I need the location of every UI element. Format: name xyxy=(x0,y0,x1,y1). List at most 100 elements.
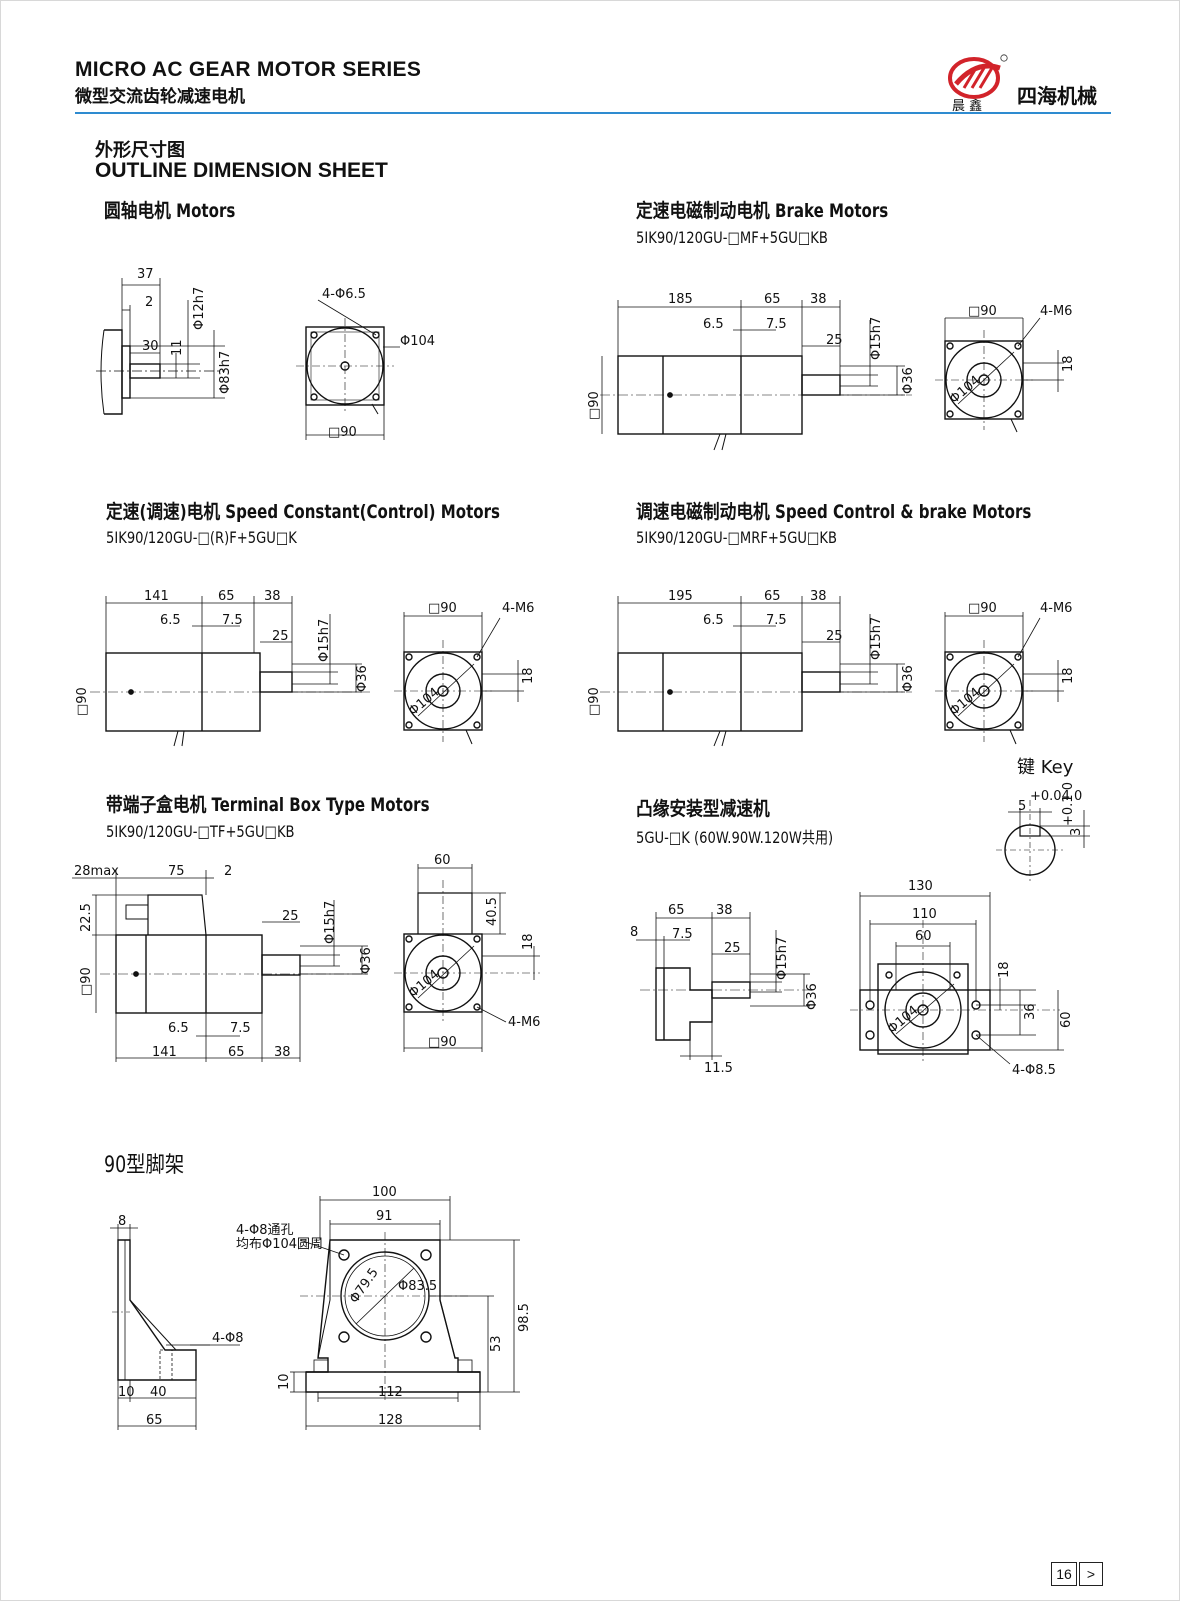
dim-6-5: 6.5 xyxy=(703,317,724,332)
dim-6-5: 6.5 xyxy=(160,613,181,628)
dim-65: 65 xyxy=(764,292,781,307)
dim-18: 18 xyxy=(521,933,536,950)
speed-constant-model: 5IK90/120GU-□(R)F+5GU□K xyxy=(106,528,297,547)
dim-91: 91 xyxy=(376,1209,393,1224)
dim-53: 53 xyxy=(489,1335,504,1352)
dim-square: □90 xyxy=(968,601,997,616)
dim-7-5: 7.5 xyxy=(766,613,787,628)
dim-65: 65 xyxy=(764,589,781,604)
dim-pilot: Φ36 xyxy=(355,665,370,692)
sheet-title-en: OUTLINE DIMENSION SHEET xyxy=(95,159,388,182)
dim-22-5: 22.5 xyxy=(79,903,94,932)
key-width-tol: +0.04 0 xyxy=(1030,789,1082,804)
dim-7-5: 7.5 xyxy=(230,1021,251,1036)
dim-65: 65 xyxy=(668,903,685,918)
dim-65: 65 xyxy=(218,589,235,604)
terminal-box-title: 带端子盒电机 Terminal Box Type Motors xyxy=(106,794,430,816)
round-shaft-side-view: 37 2 30 11 Φ12h7 Φ83h7 xyxy=(96,267,233,415)
brake-model: 5IK90/120GU-□MF+5GU□KB xyxy=(636,228,828,247)
dim-8: 8 xyxy=(118,1214,126,1229)
dim-18: 18 xyxy=(1061,667,1076,684)
dim-pilot: Φ36 xyxy=(901,665,916,692)
dim-185: 185 xyxy=(668,292,693,307)
dim-square-side: □90 xyxy=(79,967,94,996)
next-page-button[interactable]: > xyxy=(1079,1562,1103,1586)
key-detail: 5 +0.04 0 3 +0.1 0 xyxy=(996,782,1090,884)
dim-38: 38 xyxy=(810,589,827,604)
dim-83-5: Φ83.5 xyxy=(398,1279,437,1294)
dim-holes: 4-Φ6.5 xyxy=(322,287,366,302)
header-divider xyxy=(75,112,1111,114)
dim-38: 38 xyxy=(274,1045,291,1060)
dim-2: 2 xyxy=(224,864,232,879)
dim-pcd: Φ104 xyxy=(947,373,983,407)
dim-38: 38 xyxy=(264,589,281,604)
dim-holes: 4-M6 xyxy=(502,601,534,616)
brand-name: 四海机械 xyxy=(1017,84,1097,108)
brake-front-view: □90 4-M6 Φ104 18 xyxy=(935,304,1076,433)
dim-pcd: Φ104 xyxy=(406,685,442,719)
terminal-box-front-view: 60 40.5 18 Φ104 4-M6 □90 xyxy=(394,853,540,1052)
dim-18: 18 xyxy=(997,961,1012,978)
dim-37: 37 xyxy=(137,267,154,282)
dim-square: □90 xyxy=(968,304,997,319)
dim-112: 112 xyxy=(378,1385,403,1400)
dim-25: 25 xyxy=(826,629,843,644)
speed-control-brake-side-view: 195 65 38 6.5 7.5 25 Φ15h7 Φ36 □90 xyxy=(587,589,916,747)
round-shaft-title: 圆轴电机 Motors xyxy=(104,200,236,222)
dim-25: 25 xyxy=(282,909,299,924)
flange-title: 凸缘安装型减速机 xyxy=(636,798,770,820)
dim-10b: 10 xyxy=(277,1373,292,1390)
key-depth: 3 xyxy=(1069,828,1084,836)
dim-110: 110 xyxy=(912,907,937,922)
dim-holes: 4-M6 xyxy=(1040,601,1072,616)
dim-130: 130 xyxy=(908,879,933,894)
dim-195: 195 xyxy=(668,589,693,604)
dim-pilot: Φ36 xyxy=(901,367,916,394)
dim-11: 11 xyxy=(170,339,185,356)
dim-25: 25 xyxy=(272,629,289,644)
terminal-box-side-view: 28max 75 2 22.5 □90 25 Φ15h7 Φ36 6.5 7.5… xyxy=(72,864,374,1062)
dim-100: 100 xyxy=(372,1185,397,1200)
dim-65: 65 xyxy=(146,1413,163,1428)
terminal-box-model: 5IK90/120GU-□TF+5GU□KB xyxy=(106,822,295,841)
dim-shaft: Φ12h7 xyxy=(192,287,207,330)
dim-holes: 4-Φ8 xyxy=(212,1331,243,1346)
brake-title: 定速电磁制动电机 Brake Motors xyxy=(636,200,889,222)
dim-holes: 4-Φ8.5 xyxy=(1012,1063,1056,1078)
speed-constant-front-view: □90 4-M6 Φ104 18 xyxy=(394,601,536,745)
speed-constant-title: 定速(调速)电机 Speed Constant(Control) Motors xyxy=(106,501,500,523)
dim-shaft: Φ15h7 xyxy=(869,617,884,660)
dim-18: 18 xyxy=(521,667,536,684)
speed-control-brake-title: 调速电磁制动电机 Speed Control & brake Motors xyxy=(636,501,1032,523)
dim-pilot: Φ83h7 xyxy=(218,351,233,394)
flange-model: 5GU-□K (60W.90W.120W共用) xyxy=(636,828,834,847)
dim-25: 25 xyxy=(826,333,843,348)
speed-control-brake-front-view: □90 4-M6 Φ104 18 xyxy=(935,601,1076,745)
dim-square: □90 xyxy=(428,1035,457,1050)
brake-side-view: 185 65 38 6.5 7.5 25 Φ15h7 Φ36 □90 xyxy=(587,292,916,451)
dim-shaft: Φ15h7 xyxy=(775,937,790,980)
key-depth-tol: +0.1 0 xyxy=(1061,782,1076,826)
dim-pilot: Φ36 xyxy=(805,983,820,1010)
foot-title: 90型脚架 xyxy=(104,1153,185,1178)
dim-square-side: □90 xyxy=(75,687,90,716)
round-shaft-front-view: 4-Φ6.5 Φ104 □90 xyxy=(296,287,435,440)
key-width: 5 xyxy=(1018,799,1026,814)
speed-constant-side-view: 141 65 38 6.5 7.5 25 Φ15h7 Φ36 □90 xyxy=(75,589,370,747)
dim-shaft: Φ15h7 xyxy=(323,901,338,944)
dim-pcd: Φ104 xyxy=(400,334,435,349)
dim-141: 141 xyxy=(144,589,169,604)
sheet-title-cn: 外形尺寸图 xyxy=(95,140,185,161)
dim-7-5: 7.5 xyxy=(672,927,693,942)
dim-36: 36 xyxy=(1023,1003,1038,1020)
svg-text:晨 鑫: 晨 鑫 xyxy=(952,98,982,112)
dim-98-5: 98.5 xyxy=(517,1303,532,1332)
dim-7-5: 7.5 xyxy=(222,613,243,628)
dim-40: 40 xyxy=(150,1385,167,1400)
dim-square-side: □90 xyxy=(587,391,602,420)
dim-18: 18 xyxy=(1061,355,1076,372)
dim-65: 65 xyxy=(228,1045,245,1060)
dim-25: 25 xyxy=(724,941,741,956)
